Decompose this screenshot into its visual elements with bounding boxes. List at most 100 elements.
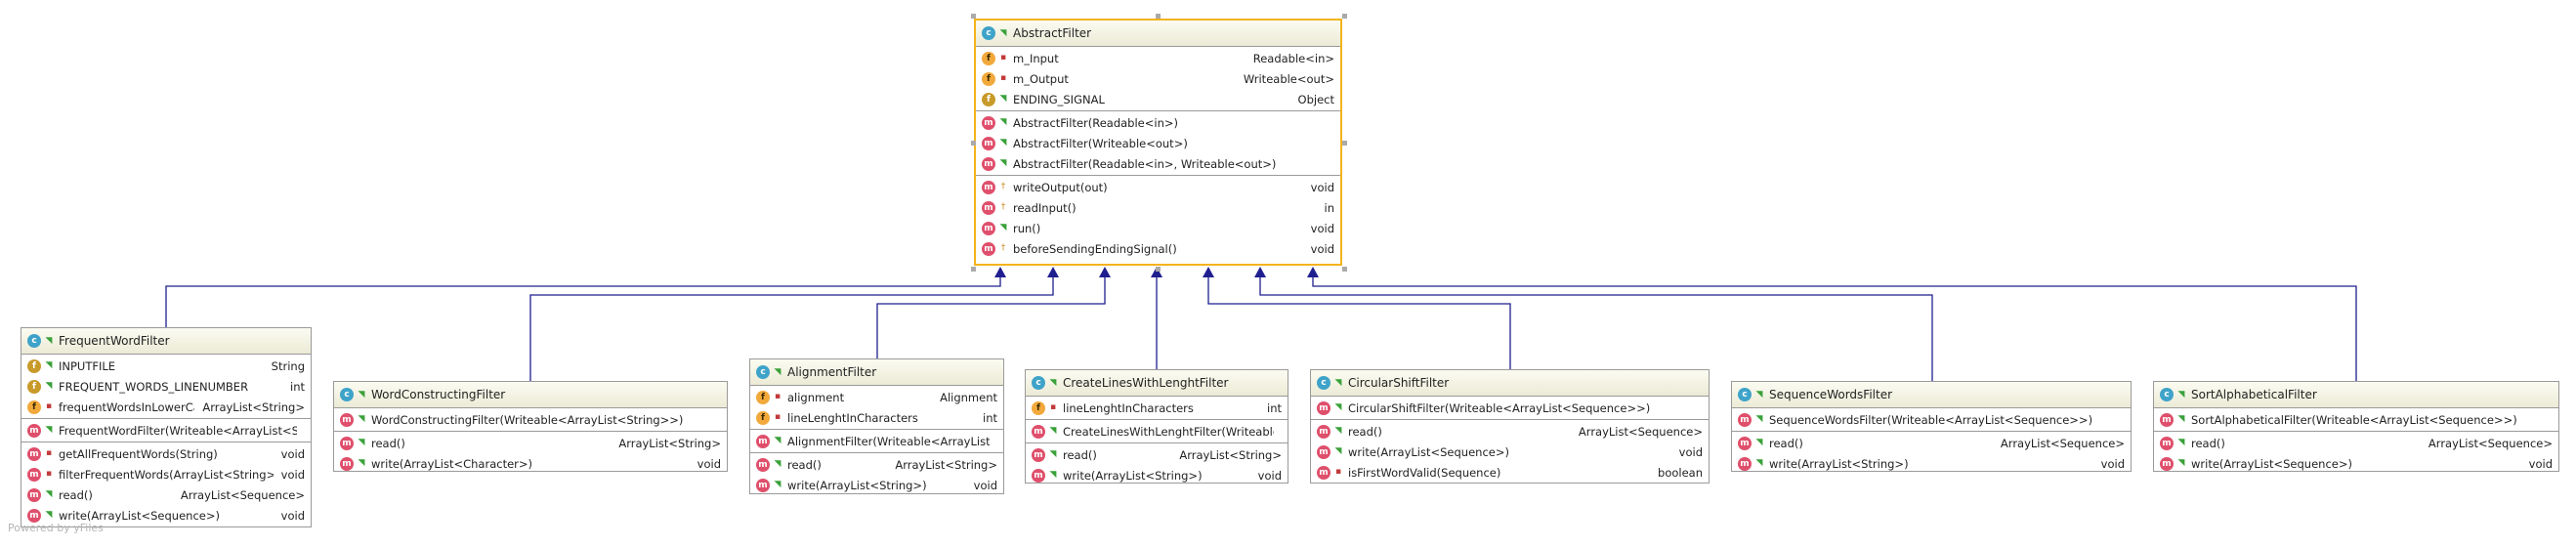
member-name: writeOutput(out) <box>1013 180 1108 194</box>
selection-handle[interactable] <box>1342 141 1347 146</box>
method-row[interactable]: m▪getAllFrequentWords(String)void <box>21 443 311 464</box>
method-row[interactable]: m◥read()ArrayList<Sequence> <box>2154 433 2558 453</box>
class-name: AlignmentFilter <box>787 365 877 379</box>
edge-word-constructing[interactable] <box>529 276 1054 381</box>
selection-handle[interactable] <box>1342 267 1347 272</box>
member-type: void <box>697 456 721 471</box>
constructor-row[interactable]: m◥AbstractFilter(Readable<in>) <box>976 112 1340 133</box>
method-icon: m <box>27 467 41 482</box>
method-row[interactable]: m†beforeSendingEndingSignal()void <box>976 238 1340 259</box>
public-visibility-icon: ◥ <box>1755 438 1763 447</box>
class-header[interactable]: c◥SortAlphabeticalFilter <box>2154 382 2558 408</box>
class-header[interactable]: c◥SequenceWordsFilter <box>1732 382 2131 408</box>
powered-by-footer: Powered by yFiles <box>8 522 104 534</box>
constructor-row[interactable]: m◥AbstractFilter(Readable<in>, Writeable… <box>976 153 1340 174</box>
constructor-row[interactable]: m◥WordConstructingFilter(Writeable<Array… <box>334 409 727 430</box>
edge-sort-alphabetical[interactable] <box>1312 276 2357 381</box>
method-row[interactable]: m◥write(ArrayList<Sequence>)void <box>1311 442 1709 462</box>
method-row[interactable]: m◥write(ArrayList<Character>)void <box>334 453 727 474</box>
method-row[interactable]: m◥read()ArrayList<Sequence> <box>21 484 311 505</box>
method-icon: m <box>340 456 354 471</box>
class-icon: c <box>756 365 770 379</box>
method-row[interactable]: m◥write(ArrayList<Sequence>)void <box>21 505 311 526</box>
class-header[interactable]: c◥AbstractFilter <box>976 21 1340 47</box>
member-name: m_Output <box>1013 71 1069 86</box>
member-type: ArrayList<Sequence> <box>2000 436 2125 450</box>
private-lock-icon: ▪ <box>774 412 781 422</box>
member-name: read() <box>1063 447 1097 462</box>
public-visibility-icon: ◥ <box>1334 402 1342 412</box>
static-final-field-icon: f <box>982 92 995 106</box>
class-icon: c <box>27 334 41 348</box>
method-row[interactable]: m◥write(ArrayList<Sequence>)void <box>2154 453 2558 474</box>
member-name: alignment <box>787 390 845 404</box>
method-row[interactable]: m†readInput()in <box>976 197 1340 218</box>
edge-sequence-words[interactable] <box>1259 276 1933 381</box>
member-type: int <box>1267 400 1282 415</box>
edge-alignment[interactable] <box>876 276 1106 358</box>
member-type: void <box>1257 468 1282 483</box>
member-type: void <box>1310 180 1334 194</box>
inheritance-arrowhead <box>1254 267 1266 277</box>
method-row[interactable]: m◥read()ArrayList<String> <box>750 454 1003 475</box>
constructor-row[interactable]: m◥SortAlphabeticalFilter(Writeable<Array… <box>2154 409 2558 430</box>
class-header[interactable]: c◥FrequentWordFilter <box>21 328 311 355</box>
method-row[interactable]: m◥run()void <box>976 218 1340 238</box>
method-row[interactable]: m◥write(ArrayList<String>)void <box>750 475 1003 495</box>
method-row[interactable]: m◥write(ArrayList<String>)void <box>1732 453 2131 474</box>
selection-handle[interactable] <box>1342 14 1347 19</box>
constructor-row[interactable]: m◥SequenceWordsFilter(Writeable<ArrayLis… <box>1732 409 2131 430</box>
member-name: CreateLinesWithLenghtFilter(Writeable<Ar… <box>1063 424 1274 439</box>
field-row[interactable]: f▪frequentWordsInLowerCaseArrayList<Stri… <box>21 397 311 417</box>
method-row[interactable]: m▪filterFrequentWords(ArrayList<String>)… <box>21 464 311 484</box>
method-row[interactable]: m◥read()ArrayList<Sequence> <box>1732 433 2131 453</box>
selection-handle[interactable] <box>1156 14 1161 19</box>
class-header[interactable]: c◥AlignmentFilter <box>750 359 1003 386</box>
field-icon: f <box>982 51 995 65</box>
member-type: String <box>271 358 305 373</box>
method-icon: m <box>27 487 41 502</box>
method-row[interactable]: m▪isFirstWordValid(Sequence)boolean <box>1311 462 1709 483</box>
member-type: Readable<in> <box>1252 51 1334 65</box>
selection-handle[interactable] <box>971 141 976 146</box>
constructor-row[interactable]: m◥AlignmentFilter(Writeable<ArrayList<St… <box>750 431 1003 451</box>
constructor-row[interactable]: m◥CircularShiftFilter(Writeable<ArrayLis… <box>1311 398 1709 418</box>
method-icon: m <box>340 412 354 427</box>
class-header[interactable]: c◥CircularShiftFilter <box>1311 370 1709 397</box>
method-row[interactable]: m◥read()ArrayList<String> <box>1026 444 1288 465</box>
constructor-row[interactable]: m◥AbstractFilter(Writeable<out>) <box>976 133 1340 153</box>
class-header[interactable]: c◥CreateLinesWithLenghtFilter <box>1026 370 1288 397</box>
selection-handle[interactable] <box>971 14 976 19</box>
method-row[interactable]: m◥write(ArrayList<String>)void <box>1026 465 1288 485</box>
constructor-row[interactable]: m◥FrequentWordFilter(Writeable<ArrayList… <box>21 420 311 441</box>
method-icon: m <box>982 180 995 194</box>
method-row[interactable]: m◥read()ArrayList<Sequence> <box>1311 421 1709 442</box>
member-name: read() <box>1348 424 1382 439</box>
class-header[interactable]: c◥WordConstructingFilter <box>334 382 727 408</box>
method-row[interactable]: m◥read()ArrayList<String> <box>334 433 727 453</box>
edge-circular-shift[interactable] <box>1207 276 1511 369</box>
field-icon: f <box>756 410 770 425</box>
selection-handle[interactable] <box>1156 267 1161 272</box>
constructor-row[interactable]: m◥CreateLinesWithLenghtFilter(Writeable<… <box>1026 421 1288 442</box>
edge-frequent-word[interactable] <box>165 276 1001 327</box>
selection-handle[interactable] <box>971 267 976 272</box>
method-row[interactable]: m†writeOutput(out)void <box>976 177 1340 197</box>
